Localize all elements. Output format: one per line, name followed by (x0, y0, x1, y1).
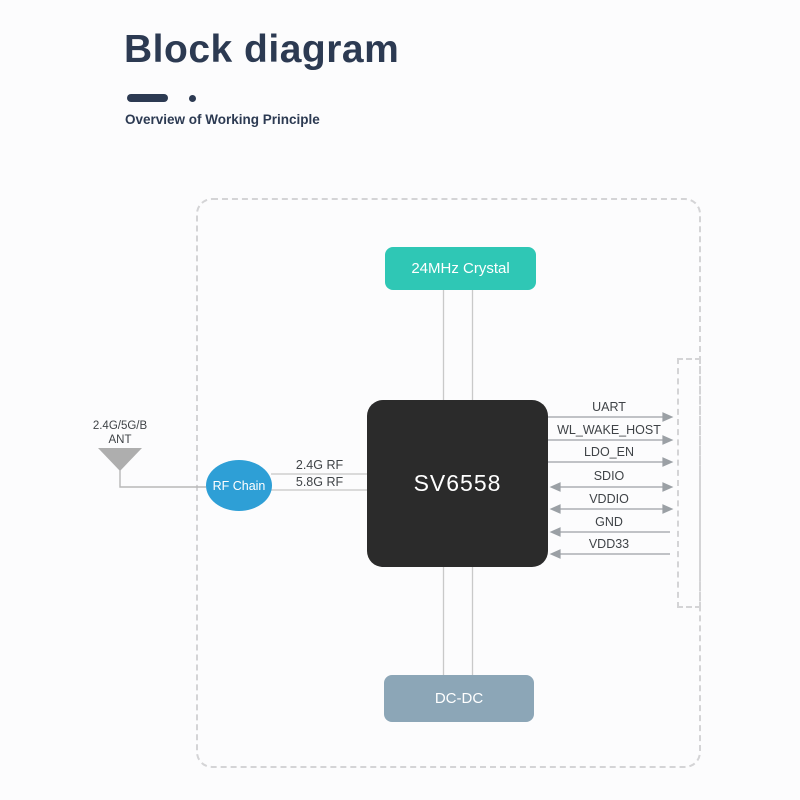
signal-label-wl-wake-host: WL_WAKE_HOST (557, 423, 661, 437)
signal-label-uart: UART (592, 400, 626, 414)
page-title: Block diagram (124, 28, 400, 71)
page-subtitle: Overview of Working Principle (125, 112, 320, 127)
signal-label-vddio: VDDIO (589, 492, 629, 506)
rf-link-label-5g8: 5.8G RF (295, 475, 344, 489)
antenna-label-line2: ANT (108, 434, 132, 447)
antenna-feed-line (119, 470, 206, 488)
signal-label-gnd: GND (595, 515, 623, 529)
antenna-label-line1: 2.4G/5G/B (92, 420, 148, 432)
io-pins-frame (677, 358, 701, 608)
dcdc-block: DC-DC (384, 675, 534, 722)
antenna-icon (98, 448, 142, 471)
rf-chain-block: RF Chain (206, 460, 272, 511)
antenna-label: 2.4G/5G/B ANT (80, 419, 160, 448)
signal-label-sdio: SDIO (593, 469, 625, 483)
chip-block: SV6558 (367, 400, 548, 567)
rf-link-label-2g4: 2.4G RF (295, 458, 344, 472)
signal-label-vdd33: VDD33 (588, 537, 630, 551)
signal-label-ldo-en: LDO_EN (583, 445, 635, 459)
title-underline-dot (189, 95, 196, 102)
title-underline-dash (127, 94, 168, 102)
crystal-block: 24MHz Crystal (385, 247, 536, 290)
